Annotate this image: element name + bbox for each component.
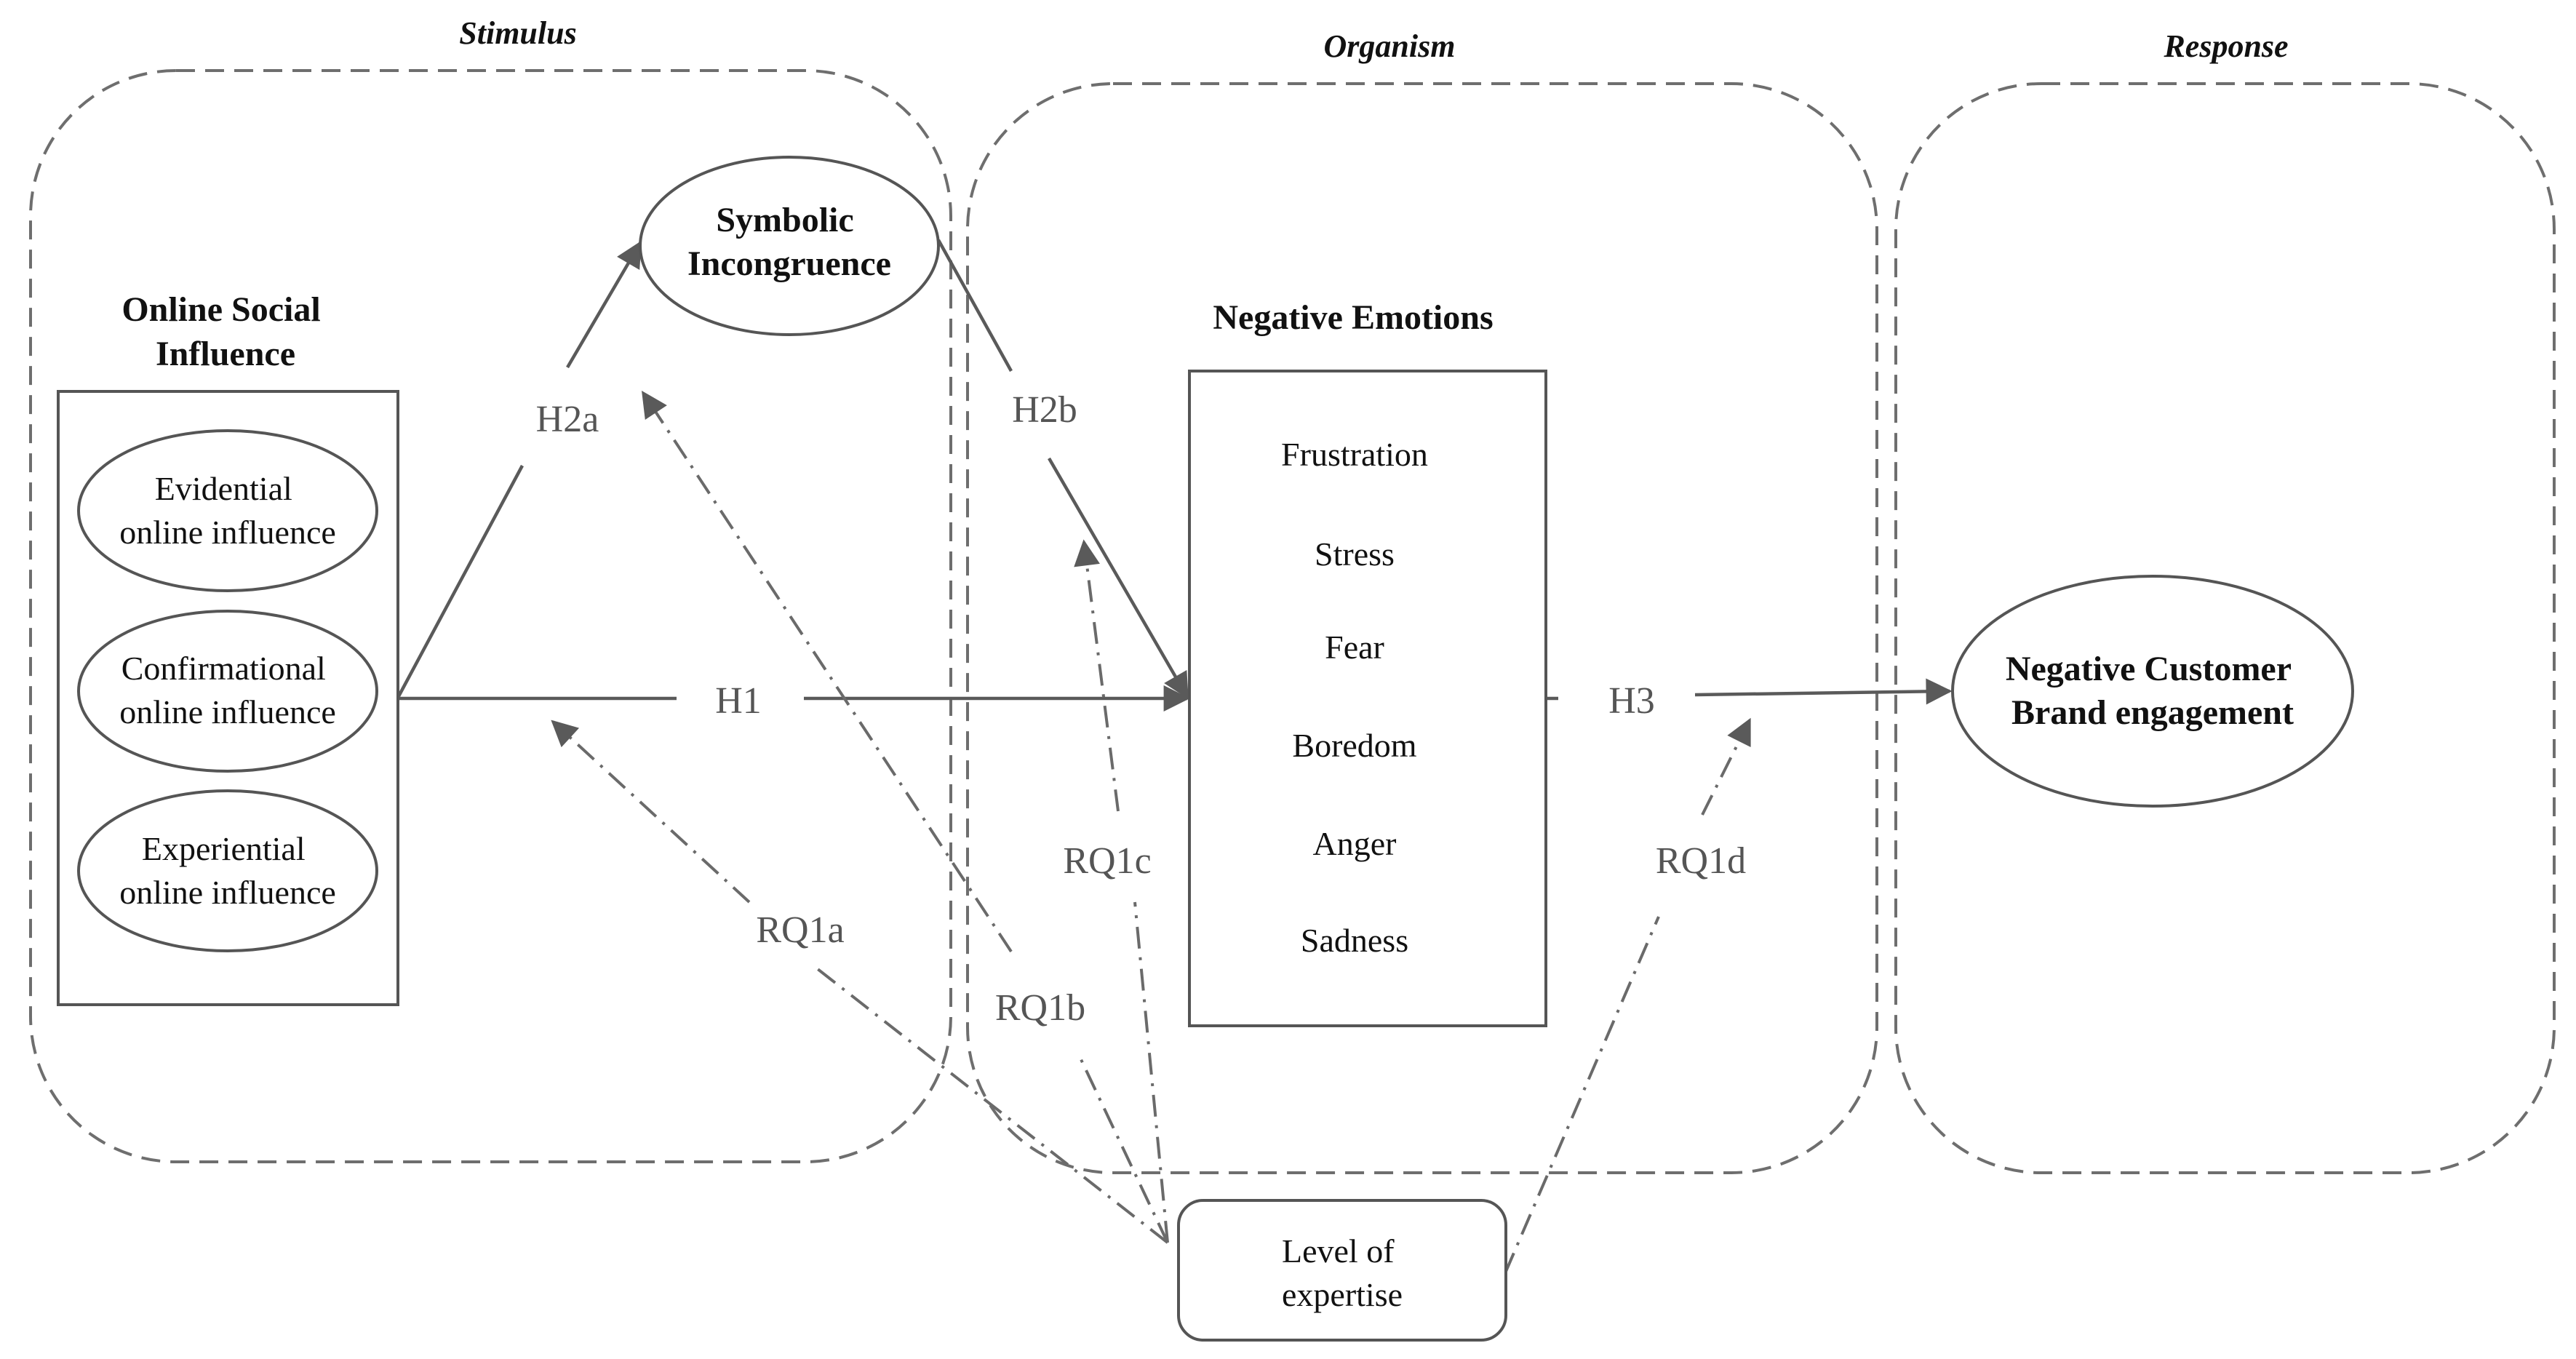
confirmational-label-line: Confirmational xyxy=(121,650,326,687)
emotion-item: Frustration xyxy=(1281,436,1428,473)
rq1d-arrow xyxy=(1504,720,1750,1274)
experiential-label-line: online influence xyxy=(119,874,336,911)
symbolic-incongruence-label: Symbolic Incongruence xyxy=(687,201,891,283)
h1-label: H1 xyxy=(715,680,762,722)
symbolic-incongruence-construct: Symbolic Incongruence xyxy=(639,156,940,336)
rq1b-label: RQ1b xyxy=(995,987,1085,1029)
h3-arrow xyxy=(1545,691,1950,698)
confirmational-ellipse xyxy=(77,610,378,773)
evidential-label-line: online influence xyxy=(119,514,336,551)
negative-engagement-ellipse xyxy=(1951,575,2354,808)
rq1c-label: RQ1c xyxy=(1063,840,1151,882)
h2a-arrow xyxy=(397,243,640,698)
emotion-item: Fear xyxy=(1325,629,1384,666)
online-social-influence-construct: Online Social Influence Evidential onlin… xyxy=(57,290,399,1006)
experiential-label: Experiential online influence xyxy=(119,830,336,911)
experiential-label-line: Experiential xyxy=(142,830,306,867)
level-of-expertise-box xyxy=(1177,1199,1507,1342)
level-of-expertise-construct: Level of expertise xyxy=(1177,1199,1507,1342)
rq1c-arrow xyxy=(1084,542,1169,1243)
evidential-ellipse xyxy=(77,429,378,592)
rq1b-arrow xyxy=(643,393,1169,1243)
level-of-expertise-label-line: expertise xyxy=(1282,1276,1403,1313)
rq1d-label: RQ1d xyxy=(1656,840,1746,882)
organism-zone xyxy=(966,82,1878,1174)
rq1a-arrow xyxy=(553,722,1169,1244)
confirmational-label-line: online influence xyxy=(119,693,336,730)
symbolic-incongruence-ellipse xyxy=(639,156,940,336)
negative-emotions-construct: Negative Emotions Frustration Stress Fea… xyxy=(1188,298,1547,1027)
response-title: Response xyxy=(2163,28,2288,64)
emotion-item: Stress xyxy=(1315,535,1395,573)
organism-title: Organism xyxy=(1324,28,1456,64)
stimulus-title: Stimulus xyxy=(459,15,576,51)
negative-emotions-box xyxy=(1188,370,1547,1027)
emotion-item: Boredom xyxy=(1292,727,1416,764)
response-zone xyxy=(1894,82,2556,1174)
symbolic-incongruence-label-line: Incongruence xyxy=(687,244,891,283)
negative-engagement-label-line: Brand engagement xyxy=(2011,693,2294,732)
rq1a-label: RQ1a xyxy=(756,909,844,951)
h2b-arrow xyxy=(937,239,1187,697)
online-social-influence-title: Online Social Influence xyxy=(121,290,329,373)
level-of-expertise-label-line: Level of xyxy=(1282,1232,1395,1270)
negative-engagement-label-line: Negative Customer xyxy=(2006,650,2292,688)
stimulus-zone xyxy=(29,69,952,1163)
evidential-label: Evidential online influence xyxy=(119,470,336,551)
emotion-item: Anger xyxy=(1313,825,1397,862)
confirmational-label: Confirmational online influence xyxy=(119,650,336,730)
h2a-label: H2a xyxy=(536,399,599,440)
online-social-influence-title-line: Influence xyxy=(156,335,295,373)
negative-engagement-construct: Negative Customer Brand engagement xyxy=(1951,575,2354,808)
emotion-item: Sadness xyxy=(1301,922,1408,959)
online-social-influence-title-line: Online Social xyxy=(121,290,320,329)
h3-label: H3 xyxy=(1608,680,1655,722)
symbolic-incongruence-label-line: Symbolic xyxy=(716,201,853,239)
experiential-ellipse xyxy=(77,789,378,952)
level-of-expertise-label: Level of expertise xyxy=(1282,1232,1403,1313)
h2b-label: H2b xyxy=(1012,389,1077,431)
negative-emotions-title: Negative Emotions xyxy=(1213,298,1493,337)
negative-engagement-label: Negative Customer Brand engagement xyxy=(2006,650,2300,732)
evidential-label-line: Evidential xyxy=(155,470,292,507)
